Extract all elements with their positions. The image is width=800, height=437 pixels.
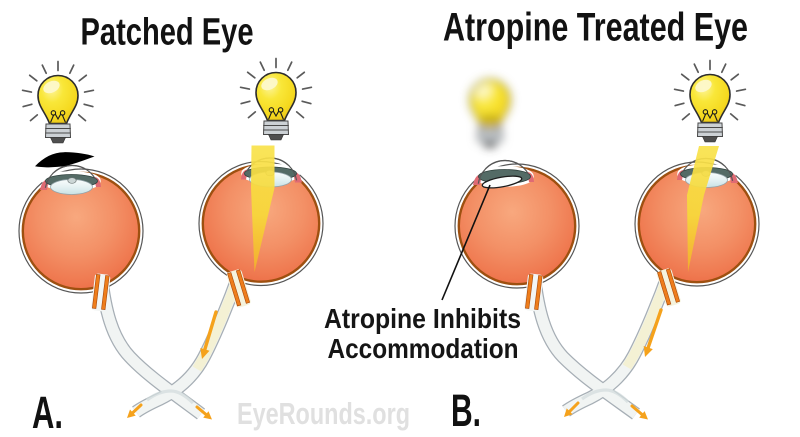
svg-text:Patched Eye: Patched Eye xyxy=(81,12,254,54)
svg-text:Accommodation: Accommodation xyxy=(328,333,519,364)
svg-text:EyeRounds.org: EyeRounds.org xyxy=(237,396,410,431)
svg-text:Atropine Treated Eye: Atropine Treated Eye xyxy=(443,6,748,50)
svg-text:Atropine Inhibits: Atropine Inhibits xyxy=(324,303,521,334)
svg-text:A.: A. xyxy=(32,387,63,437)
svg-text:B.: B. xyxy=(451,385,481,436)
